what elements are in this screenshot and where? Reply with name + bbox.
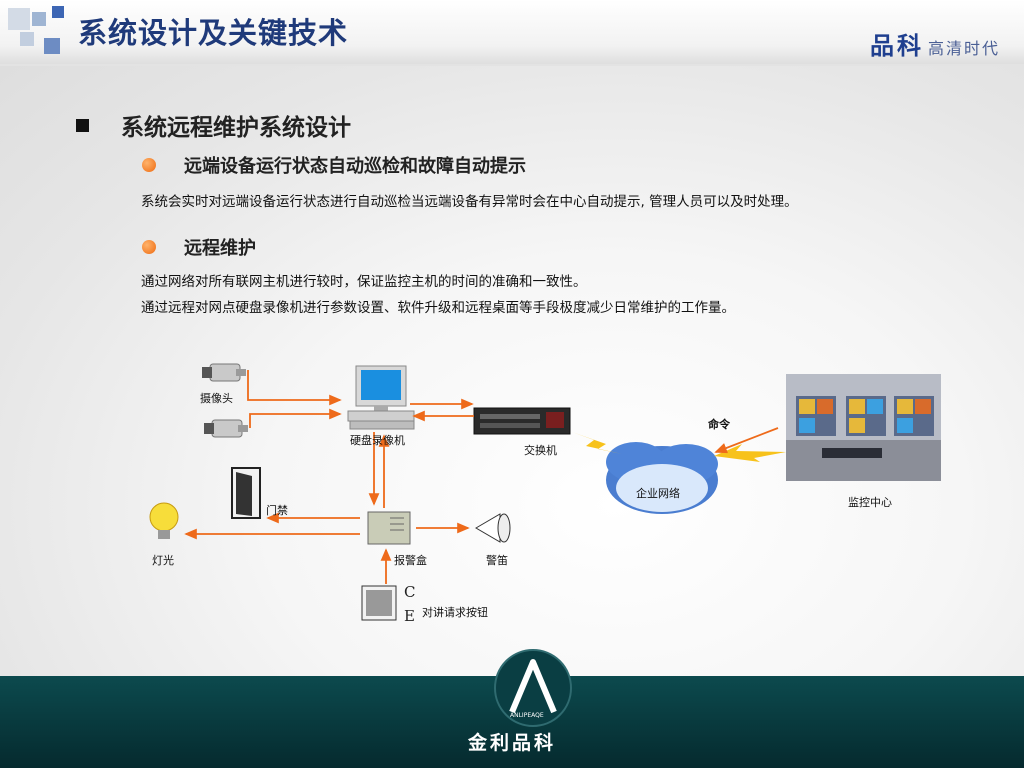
decor-square-icon: [32, 12, 46, 26]
section-heading-text: 系统远程维护系统设计: [121, 115, 351, 141]
header-divider: [0, 64, 1024, 67]
command-label: 命令: [708, 418, 730, 431]
cloud-network-icon: [606, 442, 718, 514]
logo-mark-text: ANLIPEAQE: [510, 712, 544, 719]
paragraph-line: 通过网络对所有联网主机进行较时，保证监控主机的时间的准确和一致性。: [141, 274, 587, 290]
decor-square-icon: [20, 32, 34, 46]
light-bulb-icon: [149, 502, 179, 539]
light-label: 灯光: [152, 554, 174, 567]
section-heading: 系统远程维护系统设计: [76, 108, 351, 142]
paragraph-line: 系统会实时对远端设备运行状态进行自动巡检当远端设备有异常时会在中心自动提示, 管…: [141, 194, 798, 210]
sub-heading-1: 远端设备运行状态自动巡检和故障自动提示: [142, 152, 526, 178]
brand-logo: 品科高清时代: [870, 26, 1000, 61]
brand-sub: 高清时代: [927, 39, 1000, 58]
door-label: 门禁: [266, 504, 288, 517]
lightning-icon: [572, 432, 622, 454]
alarm-box-label: 报警盒: [394, 554, 427, 567]
intercom-label: 对讲请求按钮: [422, 606, 488, 619]
sub-heading-2: 远程维护: [142, 234, 256, 260]
page-title: 系统设计及关键技术: [78, 16, 349, 50]
lightning-icon: [714, 444, 786, 462]
header-bar: [0, 0, 1024, 66]
sub-heading-text: 远端设备运行状态自动巡检和故障自动提示: [184, 156, 526, 177]
switch-icon: [473, 407, 571, 435]
alarm-box-icon: [367, 511, 411, 545]
door-icon: [231, 467, 261, 519]
monitor-center-photo: [786, 374, 941, 481]
square-bullet-icon: [76, 118, 89, 132]
network-label: 企业网络: [636, 487, 680, 500]
dvr-computer-icon: [347, 365, 415, 430]
siren-label: 警笛: [486, 554, 508, 567]
decor-square-icon: [52, 6, 64, 18]
intercom-button-icon: [361, 585, 397, 621]
paragraph-line: 通过远程对网点硬盘录像机进行参数设置、软件升级和远程桌面等手段极度减少日常维护的…: [141, 300, 735, 316]
footer-logo-text: 金利品科: [467, 732, 556, 754]
brand-main: 品科: [869, 32, 924, 60]
decor-square-icon: [8, 8, 30, 30]
siren-icon: [475, 513, 511, 543]
monitor-center-label: 监控中心: [848, 496, 892, 509]
dvr-label: 硬盘录像机: [350, 434, 405, 447]
intercom-marks: C E: [404, 583, 416, 625]
content-area: [0, 66, 1024, 676]
orange-bullet-icon: [142, 158, 156, 172]
decor-square-icon: [44, 38, 60, 54]
camera-icon: [202, 363, 246, 382]
orange-bullet-icon: [142, 240, 156, 254]
switch-label: 交换机: [524, 444, 557, 457]
camera-label: 摄像头: [200, 392, 233, 405]
camera-icon: [204, 419, 248, 438]
sub-heading-text: 远程维护: [184, 238, 256, 259]
